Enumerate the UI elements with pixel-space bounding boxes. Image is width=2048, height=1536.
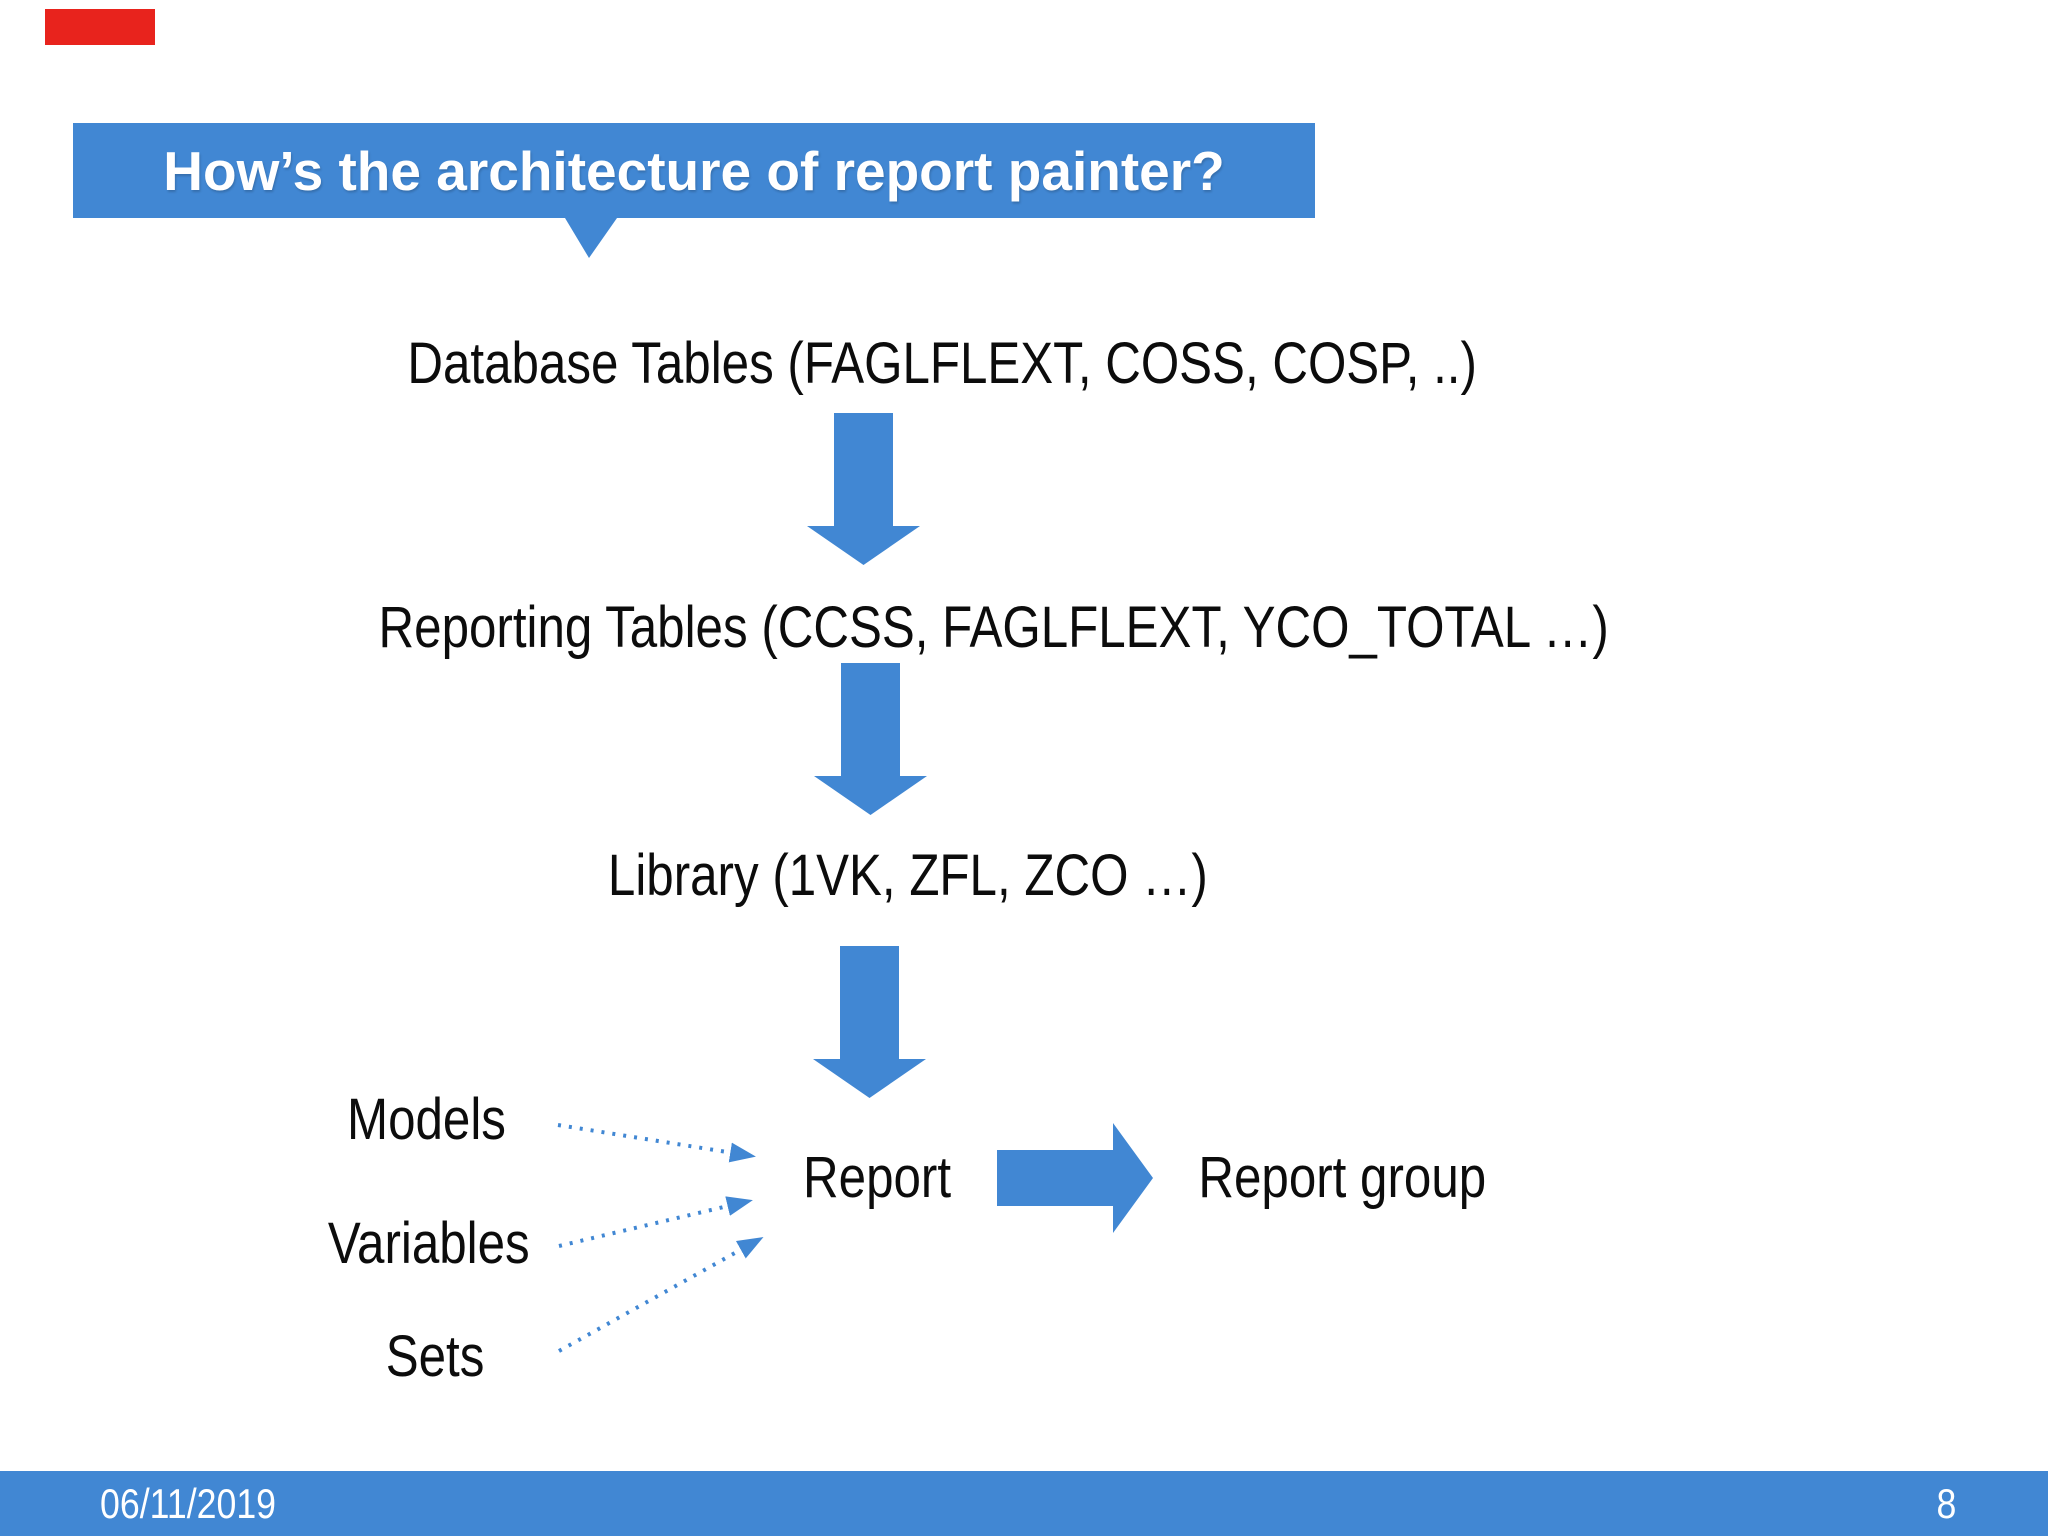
- down-arrow-2: [814, 663, 927, 815]
- footer-date: 06/11/2019: [100, 1480, 307, 1528]
- node-report-label: Report: [803, 1145, 951, 1210]
- banner-tail-pointer: [565, 218, 617, 258]
- node-library-label: Library (1VK, ZFL, ZCO …): [608, 843, 1208, 908]
- dotted-arrow-sets: [558, 1237, 764, 1353]
- footer-page-number: 8: [1933, 1480, 1956, 1528]
- footer-bar: 06/11/2019 8: [0, 1471, 2048, 1536]
- node-library: Library (1VK, ZFL, ZCO …): [308, 846, 1508, 906]
- label-variables-text: Variables: [328, 1211, 530, 1276]
- node-report-group: Report group: [1142, 1148, 1542, 1208]
- label-sets-text: Sets: [385, 1324, 485, 1389]
- label-variables: Variables: [229, 1214, 629, 1274]
- label-models: Models: [226, 1090, 626, 1150]
- slide-title: How’s the architecture of report painter…: [163, 139, 1225, 202]
- node-reporting-tables: Reporting Tables (CCSS, FAGLFLEXT, YCO_T…: [270, 598, 1609, 658]
- footer-page-text: 8: [1936, 1479, 1956, 1527]
- node-database-tables: Database Tables (FAGLFLEXT, COSS, COSP, …: [313, 334, 1513, 394]
- node-report-group-label: Report group: [1198, 1145, 1486, 1210]
- down-arrow-1: [807, 413, 920, 565]
- title-banner: How’s the architecture of report painter…: [73, 123, 1315, 218]
- right-arrow: [997, 1123, 1153, 1233]
- red-marker: [45, 9, 155, 45]
- label-models-text: Models: [346, 1087, 506, 1152]
- node-reporting-tables-label: Reporting Tables (CCSS, FAGLFLEXT, YCO_T…: [378, 595, 1609, 660]
- footer-date-text: 06/11/2019: [100, 1479, 277, 1527]
- node-report: Report: [677, 1148, 1077, 1208]
- node-database-tables-label: Database Tables (FAGLFLEXT, COSS, COSP, …: [407, 331, 1477, 396]
- dotted-arrows: [557, 1123, 764, 1353]
- label-sets: Sets: [235, 1327, 635, 1387]
- down-arrow-3: [813, 946, 926, 1098]
